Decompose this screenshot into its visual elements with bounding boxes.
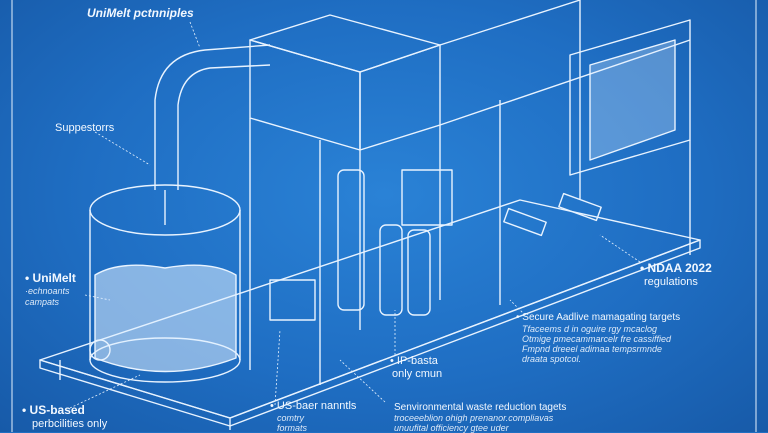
label-unimelt-2: ·echnoants [25,286,70,296]
cylinders [269,169,453,321]
label-us-bae-2: comtry [277,413,304,423]
label-us-bae: • US-baer nanntls [270,400,357,412]
label-top: UniMelt pctnniples [87,6,194,20]
label-ip-based: • IP-basta [390,355,438,367]
tank [89,184,241,383]
label-unimelt-3: campats [25,297,60,307]
connectors [503,192,602,237]
label-supports: Suppestorrs [55,122,115,134]
label-environmental-3: unuufital officiency gtee uder [394,423,509,433]
label-secure-4: Fmpnd dreeel adimaa tempsrmnde [522,344,663,354]
label-secure-5: draata spotcol. [522,354,582,364]
main-housing [249,14,441,385]
label-unimelt: • UniMelt [25,271,76,285]
label-ndaa: • NDAA 2022 [640,261,712,275]
label-ndaa-2: regulations [644,276,698,288]
label-secure: • Secure Aadlive mamagating targets [516,312,681,323]
label-secure-2: Tfaceems d in oguire rgy mcaclog [522,324,658,334]
label-us-based-2: perbcilities only [32,418,108,430]
label-environmental: Senvironmental waste reduction tagets [394,402,567,413]
label-ip-based-2: only cmun [392,368,443,380]
leader-lines [69,21,641,409]
frame-rails [439,0,691,300]
label-secure-3: Otmige pmecammarcelr fre cassiffied [522,334,672,344]
label-us-based: • US-based [22,403,85,417]
sheet-border [11,0,757,432]
pipe [154,44,271,225]
label-us-bae-3: formats [277,423,308,433]
right-chamber [569,19,691,240]
label-environmental-2: troceeeblion ohigh prenanor.compliavas [394,413,554,423]
